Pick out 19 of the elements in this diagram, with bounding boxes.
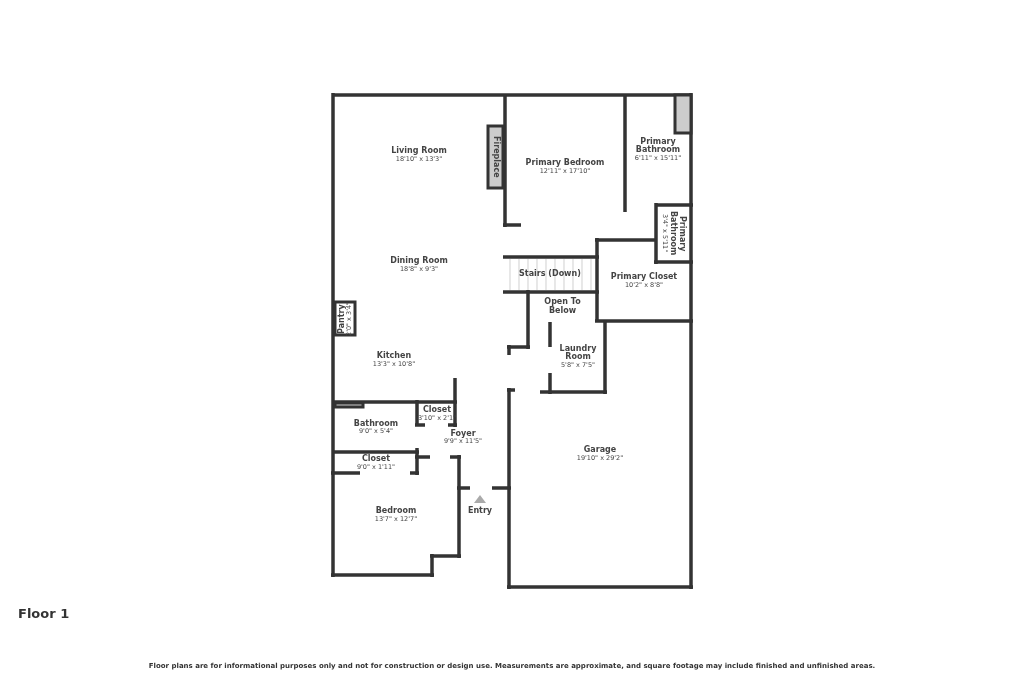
room-name: Kitchen [376, 352, 412, 361]
room-name: Primary Bathroom [668, 210, 686, 258]
room-name: Bathroom [353, 419, 399, 428]
room-name: Open To Below [543, 298, 582, 316]
room-name: Fireplace [491, 136, 500, 178]
room-name: Stairs (Down) [519, 270, 581, 279]
room-name: Closet [422, 406, 452, 415]
floor-title: Floor 1 [18, 606, 70, 621]
room-name: Laundry Room [558, 344, 598, 362]
room-name: Bedroom [375, 507, 417, 516]
room-name: Dining Room [390, 257, 448, 266]
room-name: Primary Bathroom [634, 137, 682, 155]
room-name: Closet [361, 455, 391, 464]
room-name: Living Room [391, 147, 447, 156]
room-name: Foyer [450, 429, 476, 439]
room-name: Garage [583, 446, 617, 455]
room-name: Primary Bedroom [525, 159, 605, 168]
entry-label: Entry [466, 507, 494, 516]
room-name: Primary Closet [610, 273, 678, 282]
